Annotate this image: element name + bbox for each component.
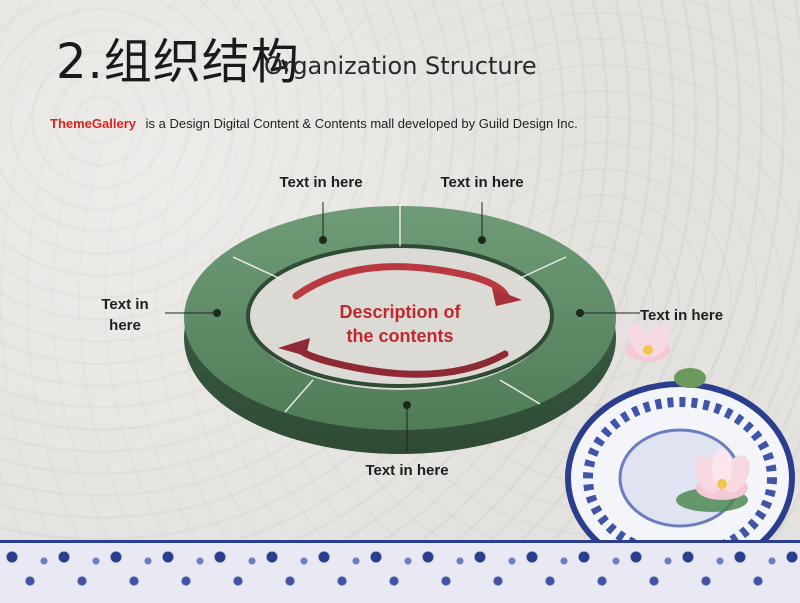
label-top-left: Text in here [279, 174, 363, 191]
label-right: Text in here [640, 307, 724, 324]
ring-dividers [232, 206, 567, 413]
center-description: Description of the contents [300, 300, 500, 348]
description-line2: the contents [346, 326, 454, 346]
porcelain-footer-band [0, 540, 800, 603]
lotus-bud-icon [626, 323, 706, 388]
label-left-line2: here [109, 317, 141, 334]
page-title: 2.组织结构 Organization Structure [56, 38, 583, 86]
porcelain-bowl-decoration [565, 381, 795, 575]
label-bottom: Text in here [365, 462, 449, 479]
description-line1: Description of [339, 302, 461, 322]
label-left-line1: Text in [101, 296, 149, 313]
title-english: Organization Structure [263, 52, 537, 80]
label-pointers [165, 202, 640, 452]
brand-name: ThemeGallery [50, 116, 136, 131]
title-chinese: 2.组织结构 [56, 34, 300, 90]
cycle-arrows [278, 263, 522, 378]
subtitle: ThemeGallery is a Design Digital Content… [50, 116, 578, 131]
lotus-flower-icon [694, 448, 750, 500]
label-top-right: Text in here [440, 174, 524, 191]
subtitle-text: is a Design Digital Content & Contents m… [145, 116, 578, 131]
label-left: Text in here [94, 294, 156, 336]
